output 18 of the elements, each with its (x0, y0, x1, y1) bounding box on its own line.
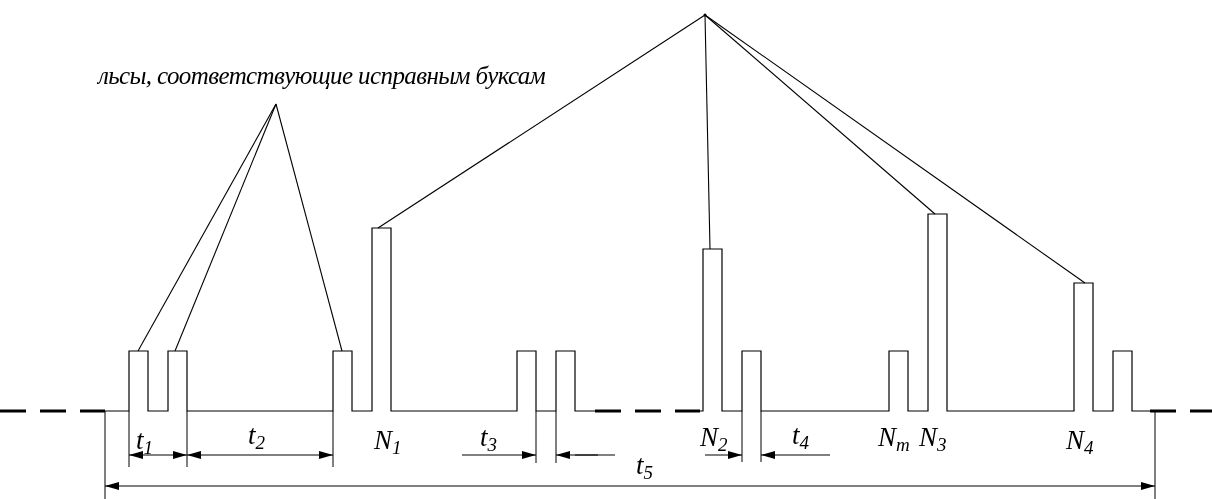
leader-line (704, 14, 711, 250)
leader-line (704, 14, 1086, 284)
leader-line (174, 103, 277, 352)
time-label: N$_{1}$ (374, 425, 402, 455)
time-label: t$_{4}$ (792, 420, 809, 450)
time-label: t$_{2}$ (248, 420, 265, 450)
time-label: N$_{3}$ (919, 422, 947, 452)
leader-origin-point (703, 13, 707, 17)
leader-line (137, 103, 277, 352)
annotation-text: льсы, соответствующие исправным буксам (97, 62, 545, 90)
time-label: t$_{5}$ (636, 450, 653, 480)
time-label: N$_{2}$ (700, 422, 728, 452)
leader-line (377, 14, 706, 229)
time-label: t$_{3}$ (480, 422, 497, 452)
time-label: t$_{1}$ (136, 425, 153, 455)
time-label: N$_{4}$ (1066, 425, 1094, 455)
time-label: N$_{m}$ (878, 422, 910, 452)
leader-line (275, 103, 343, 352)
